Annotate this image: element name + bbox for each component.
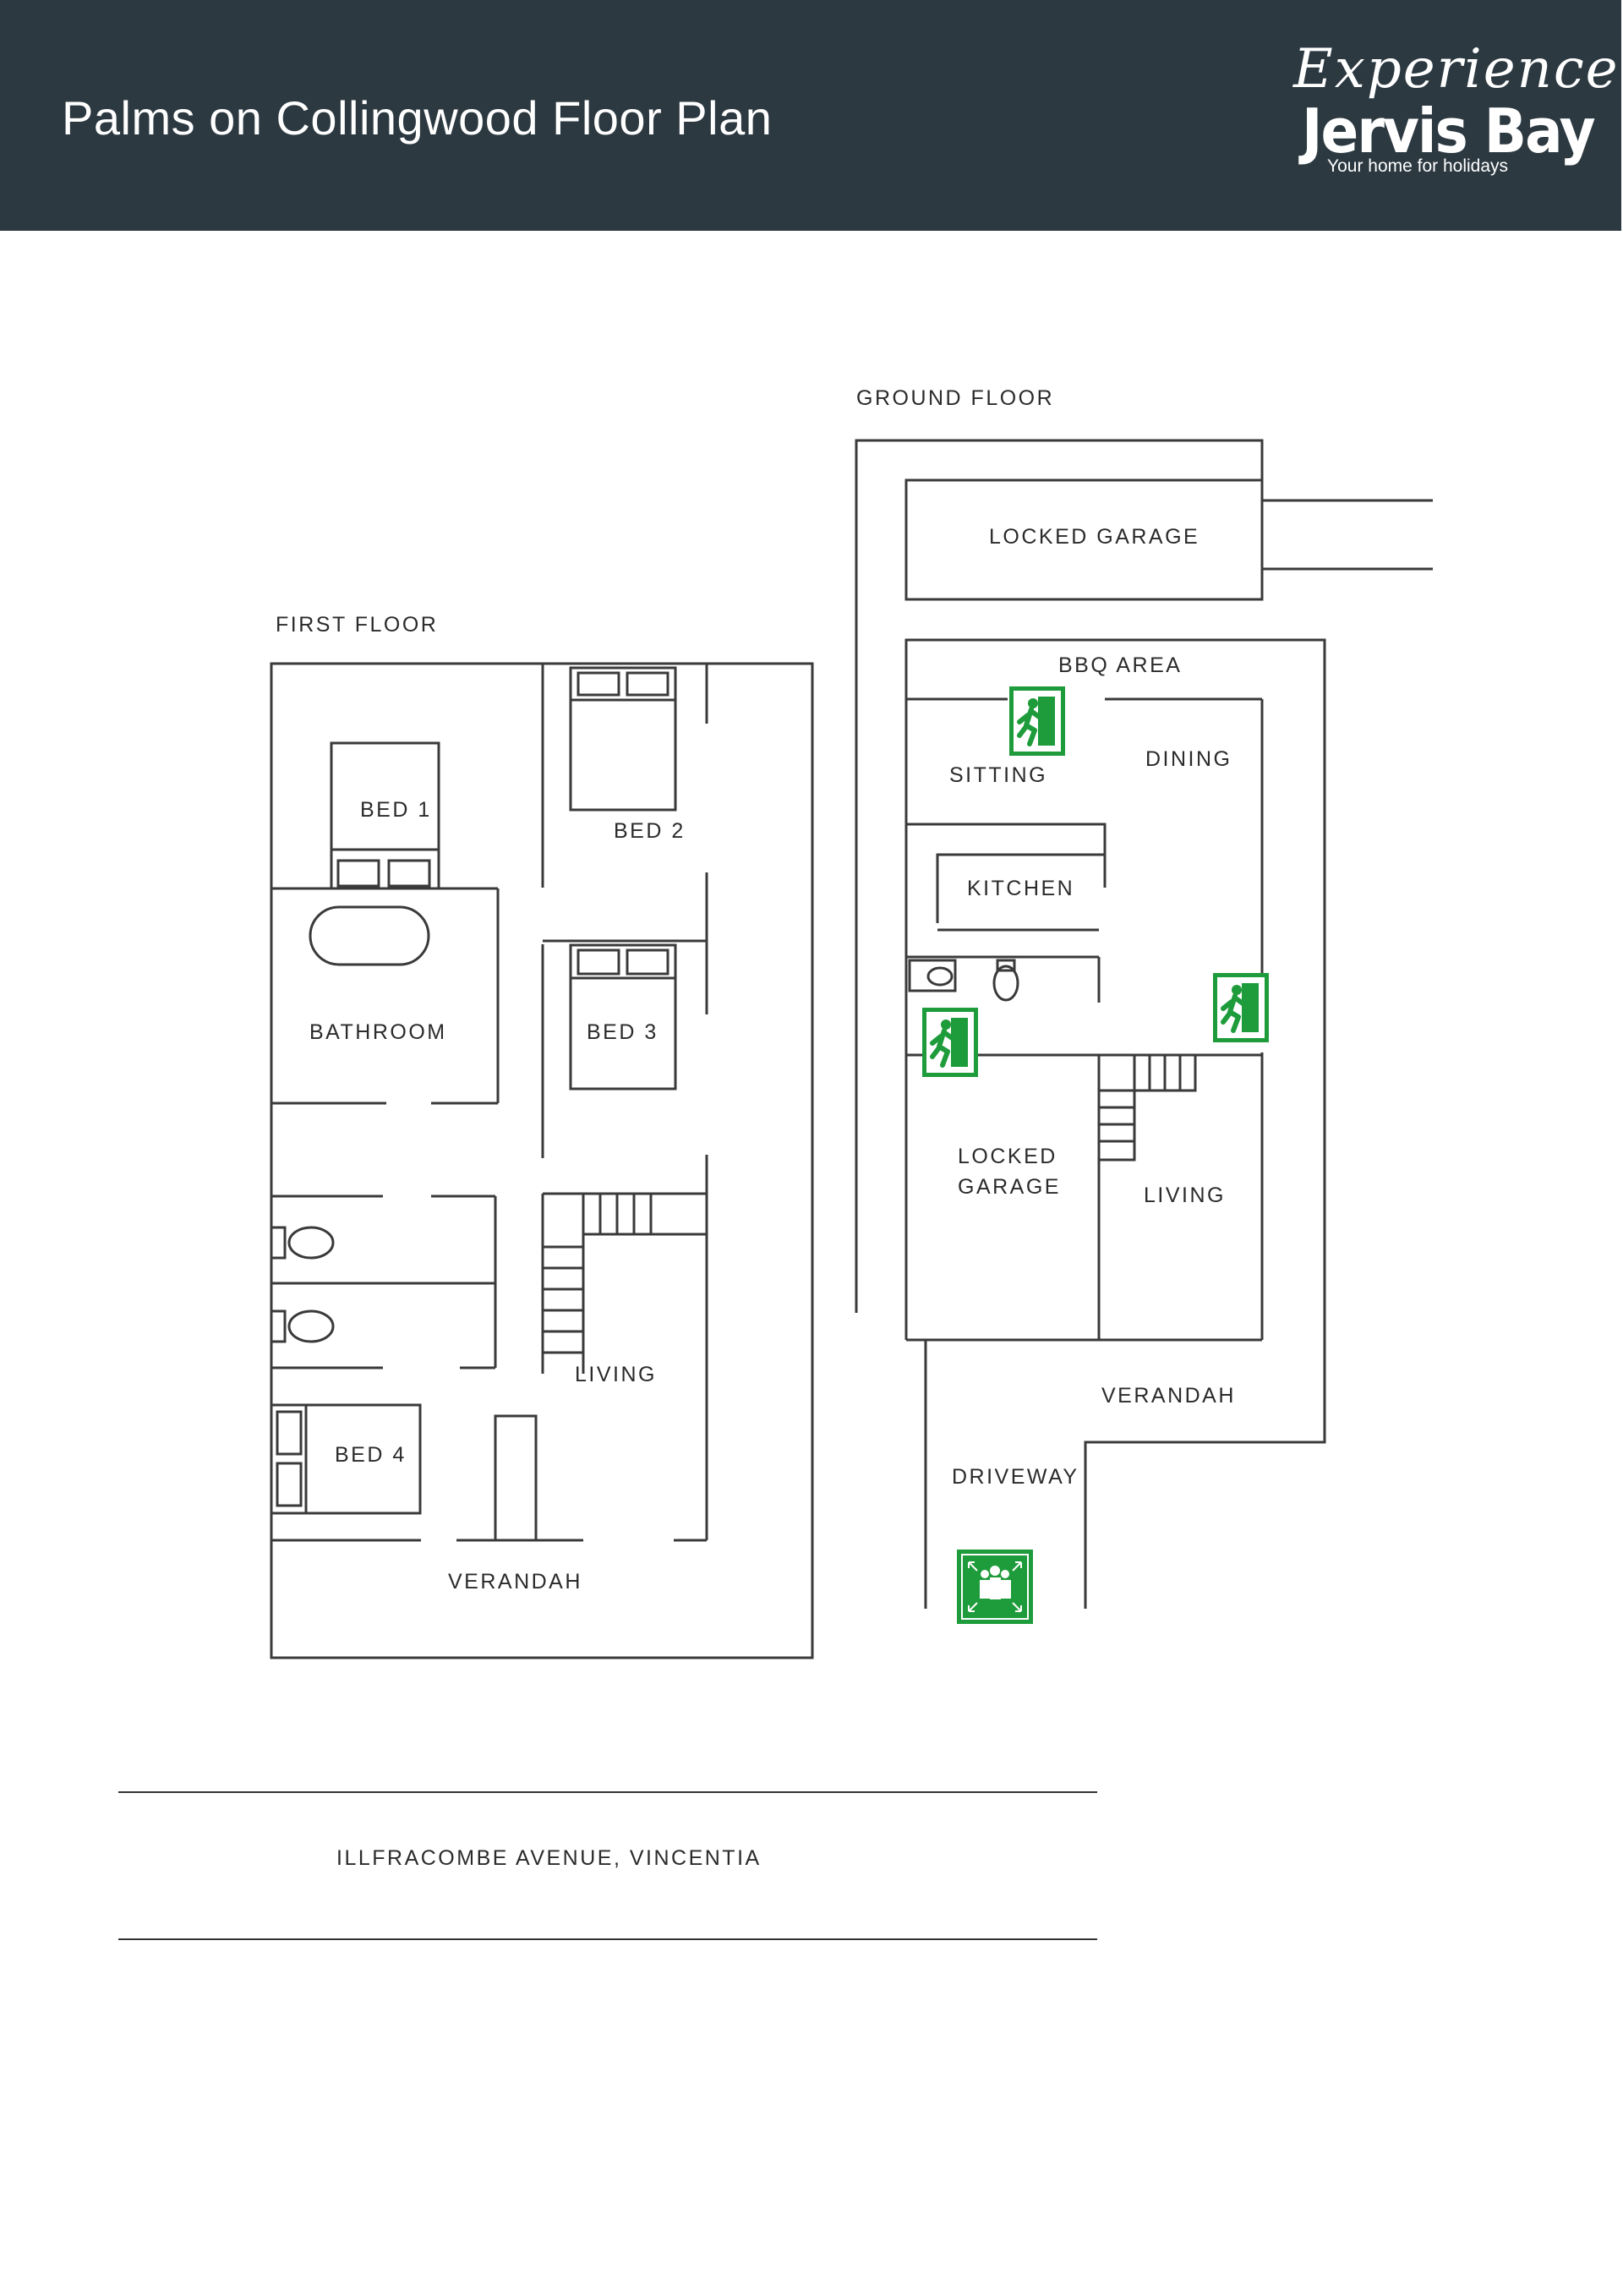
toilet-shape [287,1226,335,1260]
assembly-point-icon [957,1550,1033,1624]
first-floor-label: FIRST FLOOR [276,613,438,637]
exit-running-man-icon [922,1008,978,1077]
room-label-living-first: LIVING [575,1363,657,1386]
first-floor-plan [270,662,814,1659]
room-label-bed3: BED 3 [587,1020,658,1044]
room-label-sitting: SITTING [949,763,1047,787]
room-label-bed1: BED 1 [360,798,432,822]
exit-running-man-icon [1009,686,1065,756]
header-banner: Palms on Collingwood Floor Plan Experien… [0,0,1621,231]
top-garage-outline [904,478,1264,601]
room-label-living-ground: LIVING [1144,1184,1226,1207]
page-title: Palms on Collingwood Floor Plan [62,91,773,145]
room-label-driveway: DRIVEWAY [952,1465,1079,1489]
logo-main-text: Jervis Bay [1302,96,1596,167]
brand-logo: Experience Jervis Bay Your home for holi… [1285,38,1618,182]
room-label-bathroom: BATHROOM [309,1020,447,1044]
bed2-bed-shape [569,666,677,812]
room-label-verandah-ground: VERANDAH [1101,1384,1236,1408]
logo-tagline: Your home for holidays [1327,156,1509,176]
room-label-locked-garage-top: LOCKED GARAGE [989,525,1199,549]
bed4-bed-shape [270,1403,422,1515]
room-label-bbq-area: BBQ AREA [1058,653,1182,677]
room-label-locked-garage-lower-2: GARAGE [958,1175,1061,1199]
room-label-bed2: BED 2 [614,819,686,843]
room-label-kitchen: KITCHEN [967,877,1074,900]
toilet-shape [287,1309,335,1343]
street-name-label: ILLFRACOMBE AVENUE, VINCENTIA [336,1846,762,1870]
bathtub-shape [309,905,430,966]
exit-running-man-icon [1213,973,1269,1042]
toilet-shape [992,965,1019,1002]
room-label-bed4: BED 4 [335,1443,407,1467]
room-label-locked-garage-lower-1: LOCKED [958,1145,1057,1168]
room-label-verandah-first: VERANDAH [448,1570,582,1594]
ground-floor-label: GROUND FLOOR [856,386,1054,410]
logo-script-text: Experience [1293,38,1620,101]
room-label-dining: DINING [1145,747,1232,771]
bed3-bed-shape [569,943,677,1091]
